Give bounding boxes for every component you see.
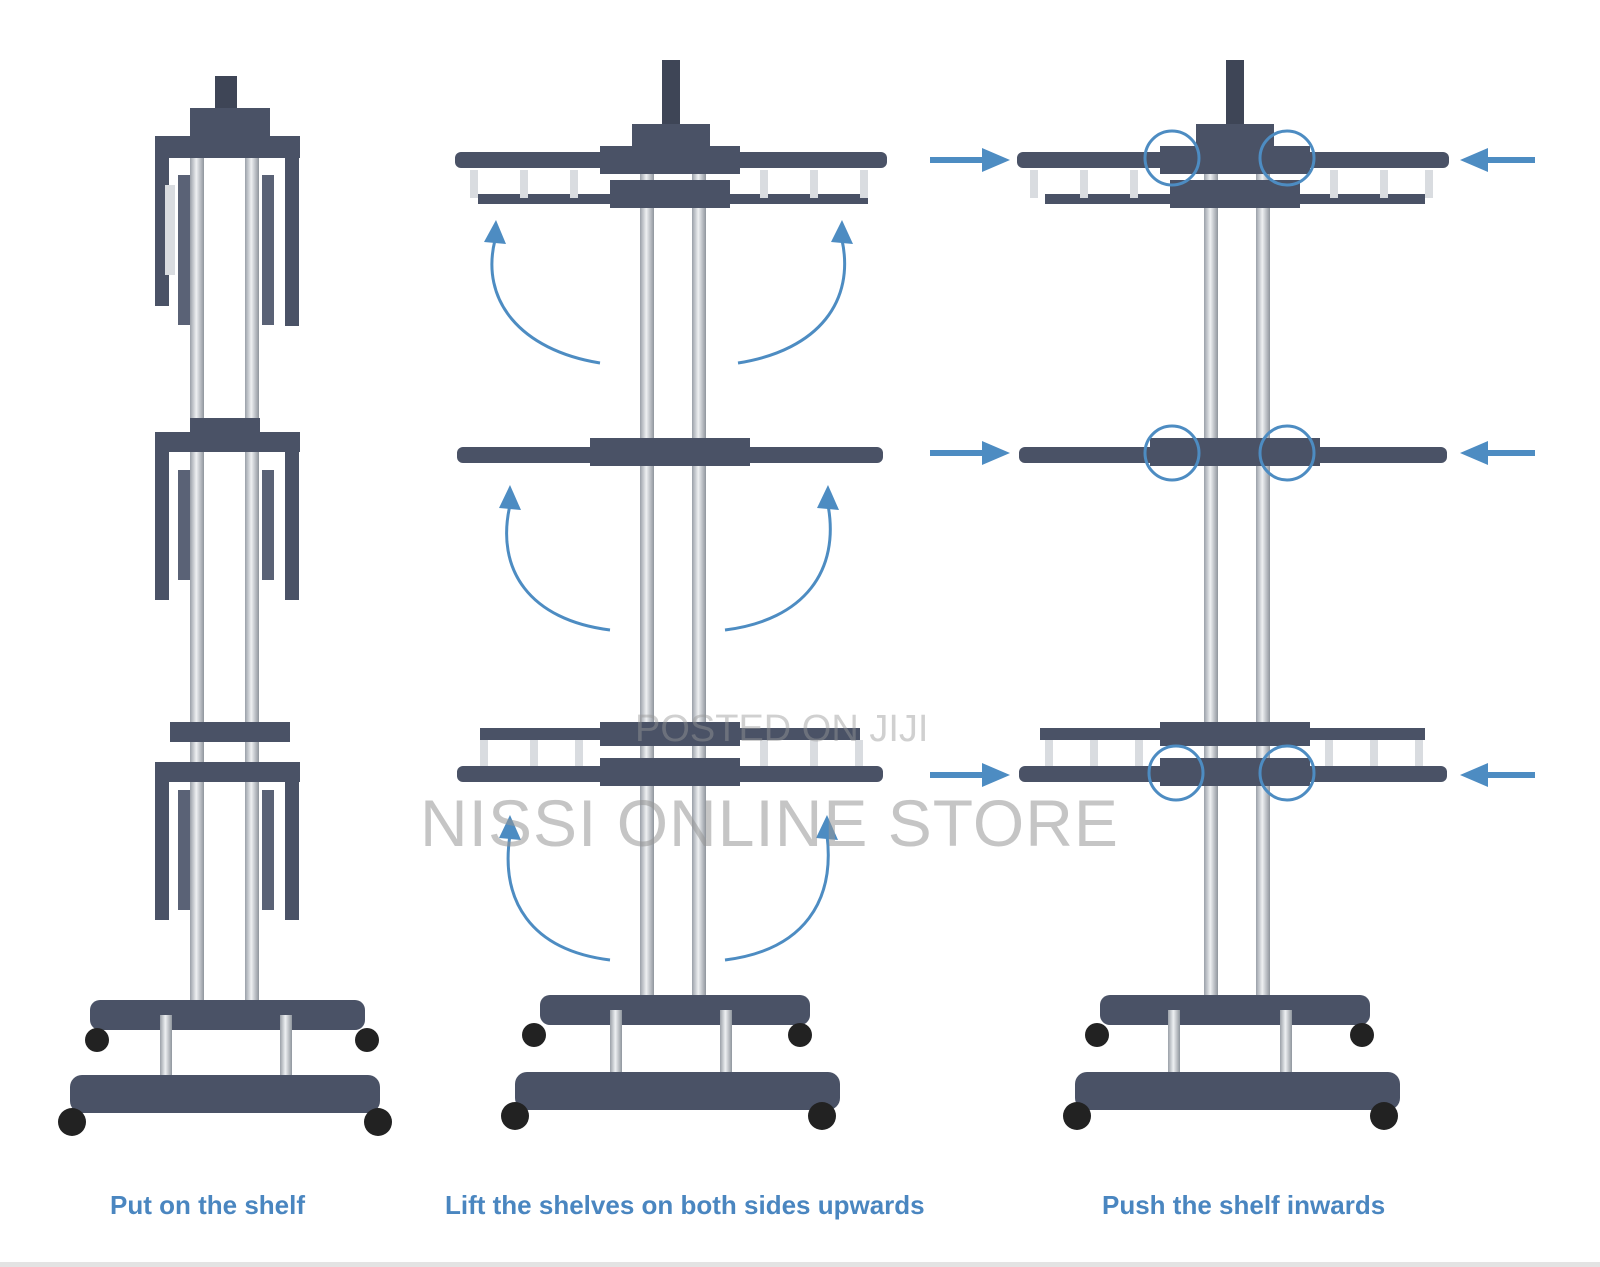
rack-pushed — [930, 60, 1535, 1130]
bottom-divider — [0, 1262, 1600, 1267]
caption-lift-shelves: Lift the shelves on both sides upwards — [445, 1190, 925, 1220]
watermark-line-1: POSTED ON JIJI — [635, 708, 929, 750]
caption-put-on-shelf: Put on the shelf — [110, 1190, 305, 1220]
caption-push-inwards: Push the shelf inwards — [1102, 1190, 1386, 1220]
rack-folded — [58, 76, 392, 1136]
watermark-line-2: NISSI ONLINE STORE — [420, 786, 1119, 860]
rack-lifting — [455, 60, 887, 1130]
